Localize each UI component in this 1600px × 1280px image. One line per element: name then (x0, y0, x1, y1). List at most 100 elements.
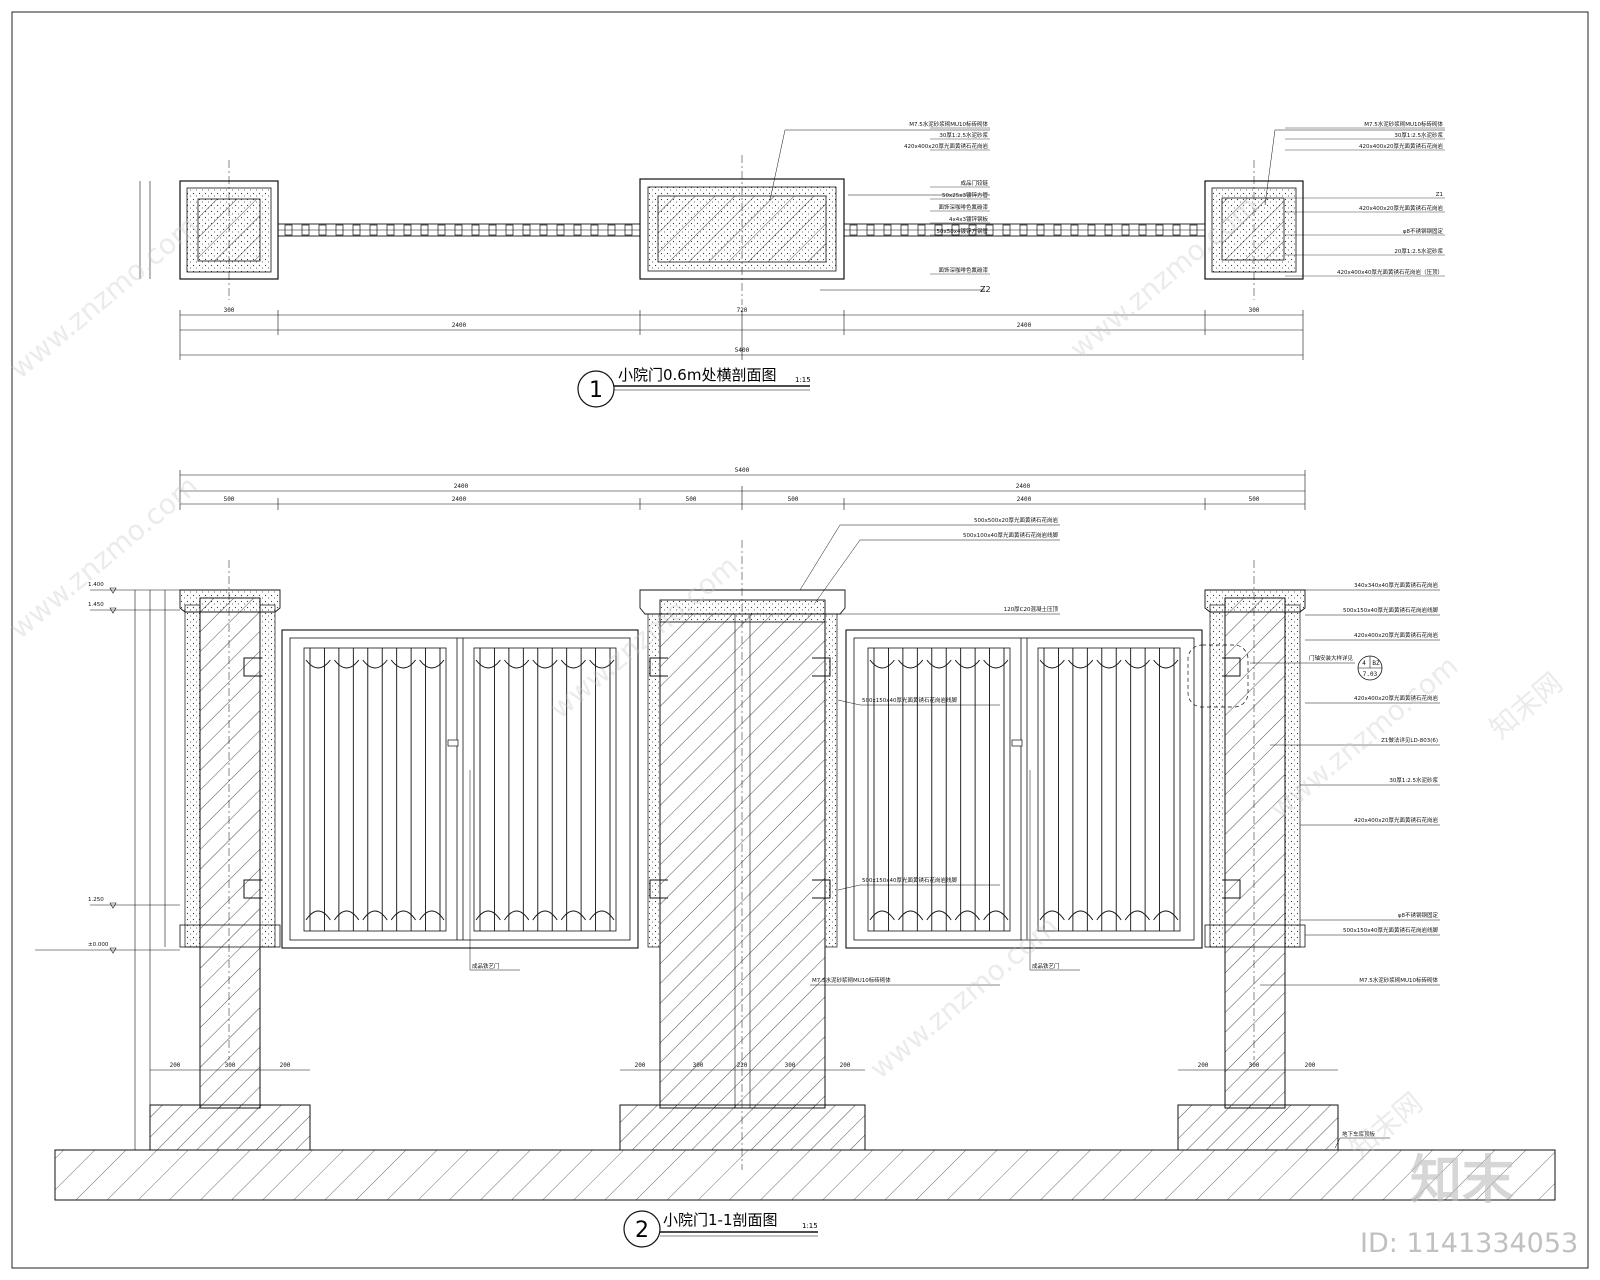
section-right-note: 420x400x20厚光面黄锈石花岗岩 (1354, 694, 1439, 702)
elevation-label: 1.250 (88, 897, 104, 903)
plan-mid-note: 面饰深咖啡色氟碳漆 (938, 203, 988, 211)
gate-arch (589, 659, 615, 669)
watermark-brand: 知末网 (1483, 666, 1569, 745)
gate-arch (869, 659, 895, 669)
plan-picket (1070, 224, 1079, 236)
gate-arch (898, 659, 924, 669)
plan-picket (386, 224, 395, 236)
watermark-site: www.znzmo.com (863, 909, 1064, 1085)
gate-arch (362, 659, 388, 669)
plan-right-note: 420x400x20厚光面黄锈石花岗岩 (1359, 204, 1444, 212)
gate-arch (926, 659, 952, 669)
section-top-dimensions (179, 470, 1306, 510)
watermark-logo: 知末 (1410, 1151, 1514, 1211)
section-right-note: 500x150x40厚光面黄锈石花岗岩线脚 (1343, 926, 1439, 934)
plan-mid-note: 成品门铰链 (960, 179, 988, 187)
gate-frame (281, 629, 639, 949)
detail-ref-sheet: 7.03 (1363, 671, 1378, 678)
plan-column-left (179, 160, 279, 300)
plan-right-leaders (1264, 129, 1445, 206)
plan-picket (471, 224, 480, 236)
plan-mid-note: 30厚1:2.5水泥砂浆 (939, 131, 988, 139)
plan-column-right (1204, 160, 1304, 300)
gate-arch (954, 910, 980, 921)
plan-right-note: Z1 (1436, 192, 1443, 198)
gate-arch (419, 910, 445, 921)
gate-arch (1068, 659, 1094, 669)
hinge-brackets (243, 657, 1241, 899)
section-right-note: 340x340x40厚光面黄锈石花岗岩 (1354, 581, 1439, 589)
plan-leaf-dim-right: 2400 (1017, 322, 1032, 329)
detail-callout-cloud (1187, 644, 1249, 708)
plan-z2-label: Z2 (980, 285, 991, 294)
section-overall-dim: 5400 (735, 467, 750, 474)
plan-picket (1087, 224, 1096, 236)
gate-arch (305, 659, 331, 669)
gate-arch (532, 910, 558, 921)
plan-picket (883, 224, 892, 236)
section-right-leaders (1250, 589, 1440, 986)
plan-picket (900, 224, 909, 236)
elevation-label: 1.450 (88, 602, 104, 608)
section-right-note: Z1做法详见LD-803(6) (1381, 736, 1438, 744)
footing-dim-mid: 300 (693, 1062, 704, 1069)
section-half-dim-right: 2400 (1016, 483, 1031, 490)
watermark-site: www.znzmo.com (3, 469, 204, 645)
gate-panel (867, 647, 1011, 932)
plan-mid-notes: M7.5水泥砂浆砌MU10标砖砌体30厚1:2.5水泥砂浆420x400x20厚… (904, 120, 990, 275)
footing-dim-mid: 220 (737, 1062, 748, 1069)
plan-picket (403, 224, 412, 236)
plan-picket (556, 224, 565, 236)
section-right-note: 门轴安装大样详见 (1309, 654, 1354, 662)
section-top-note: 120厚C20混凝土压顶 (1004, 605, 1059, 613)
section-gate-note: 500x150x40厚光面黄锈石花岗岩线脚 (862, 696, 958, 704)
plan-right-note: M7.5水泥砂浆砌MU10标砖砌体 (1364, 120, 1443, 128)
plan-scale: 1:15 (795, 376, 811, 384)
plan-gate-right (843, 223, 1206, 237)
plan-title-number: 1 (589, 378, 603, 403)
section-right-note: 500x150x40厚光面黄锈石花岗岩线脚 (1343, 606, 1439, 614)
plan-picket (573, 224, 582, 236)
gate-arch (1039, 659, 1065, 669)
ground-slab-note: 地下车库顶板 (1342, 1130, 1376, 1138)
plan-picket (1172, 224, 1181, 236)
section-half-dim-left: 2400 (454, 483, 469, 490)
plan-drawing: 5400 300 720 300 2400 2400 M7.5水泥砂浆砌MU10… (139, 120, 1445, 408)
gate-arch (1096, 910, 1122, 921)
section-sub-dim: 500 (788, 496, 799, 503)
section-right-note: 420x400x20厚光面黄锈石花岗岩 (1354, 816, 1439, 824)
plan-picket (1155, 224, 1164, 236)
plan-picket (866, 224, 875, 236)
section-sub-dim: 500 (224, 496, 235, 503)
plan-picket (369, 224, 378, 236)
plan-picket (335, 224, 344, 236)
section-top-note: 500x500x20厚光面黄锈石花岗岩 (974, 516, 1059, 524)
gate-arch (560, 659, 586, 669)
gate-arch (954, 659, 980, 669)
elevation-label: 1.400 (88, 582, 104, 588)
footing-dim-mid: 200 (635, 1062, 646, 1069)
plan-picket (301, 224, 310, 236)
gate-arch (1124, 910, 1150, 921)
plan-col-right-dim: 300 (1249, 307, 1260, 314)
footing-dim-mid: 300 (785, 1062, 796, 1069)
plan-picket (917, 224, 926, 236)
section-gate-note: M7.5水泥砂浆砌MU10标砖砌体 (812, 976, 891, 984)
section-right-note: φ8不锈钢钢固定 (1398, 911, 1439, 919)
plan-picket (849, 224, 858, 236)
section-gate-note: 500x150x40厚光面黄锈石花岗岩线脚 (862, 876, 958, 884)
plan-right-note: φ8不锈钢钢固定 (1403, 227, 1444, 235)
plan-title-circle (577, 370, 615, 408)
watermark-site: www.znzmo.com (3, 209, 204, 385)
gate-panel (473, 647, 617, 932)
section-right-note: 30厚1:2.5水泥砂浆 (1389, 776, 1438, 784)
plan-picket (318, 224, 327, 236)
plan-leaf-dim-left: 2400 (452, 322, 467, 329)
section-column-left (149, 560, 311, 1151)
gate-arch (1068, 910, 1094, 921)
gate-arch (334, 910, 360, 921)
section-left-dimensions (35, 589, 180, 1150)
